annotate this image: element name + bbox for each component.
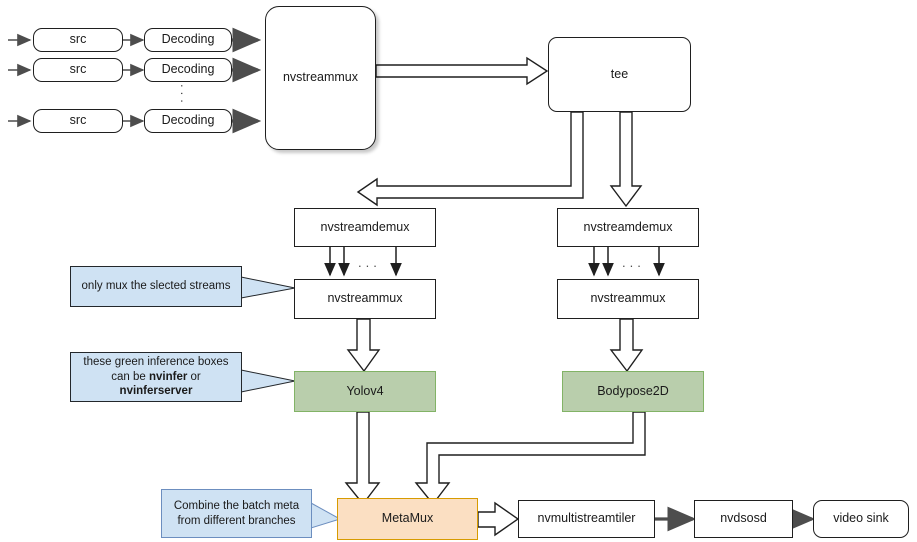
bodypose2d-node[interactable]: Bodypose2D [562,371,704,412]
infer-note-line2-pre: can be [111,370,149,383]
metamux-label: MetaMux [381,511,434,526]
decoding-label: Decoding [161,32,215,47]
callout-metamux-note-text: Combine the batch meta from different br… [174,499,299,528]
metamux-node[interactable]: MetaMux [337,498,478,540]
callout-green-inference-boxes: these green inference boxes can be nvinf… [70,352,242,402]
nvmultistreamtiler-label: nvmultistreamtiler [537,511,636,526]
metamux-note-line1: Combine the batch meta [173,499,300,512]
yolov4-node[interactable]: Yolov4 [294,371,436,412]
infer-note-line1: these green inference boxes [83,355,229,368]
decoding-node-1[interactable]: Decoding [144,28,232,52]
yolov4-label: Yolov4 [346,383,384,398]
src-label: src [69,62,87,77]
callout-combine-batch-meta: Combine the batch meta from different br… [161,489,312,538]
decoding-node-3[interactable]: Decoding [144,109,232,133]
infer-note-line2-post: or [187,370,201,383]
nvstreamdemux-right-node[interactable]: nvstreamdemux [557,208,699,247]
metamux-note-line2: from different branches [177,514,296,527]
src-label: src [69,32,87,47]
source-rows-ellipsis: ... [178,84,193,107]
nvstreammux-right-node[interactable]: nvstreammux [557,279,699,319]
nvstreammux-main-node[interactable]: nvstreammux [265,6,376,150]
nvdsosd-label: nvdsosd [720,511,767,526]
callout-infer-note-text: these green inference boxes can be nvinf… [83,355,228,399]
nvstreammux-main-label: nvstreammux [282,70,359,85]
nvstreamdemux-left-node[interactable]: nvstreamdemux [294,208,436,247]
infer-note-nvinferserver: nvinferserver [119,385,193,398]
src-node-1[interactable]: src [33,28,123,52]
infer-note-nvinfer: nvinfer [148,370,188,383]
nvmultistreamtiler-node[interactable]: nvmultistreamtiler [518,500,655,538]
callout-only-mux-selected-streams: only mux the slected streams [70,266,242,307]
nvstreammux-left-label: nvstreammux [327,291,403,306]
left-branch-ellipsis: ... [358,255,381,270]
src-node-3[interactable]: src [33,109,123,133]
right-branch-ellipsis: ... [622,255,645,270]
callout-mux-note-text: only mux the slected streams [81,280,231,293]
src-label: src [69,113,87,128]
nvdsosd-node[interactable]: nvdsosd [694,500,793,538]
tee-label: tee [610,66,629,81]
decoding-label: Decoding [161,113,215,128]
tee-node[interactable]: tee [548,37,691,112]
bodypose2d-label: Bodypose2D [597,383,669,398]
decoding-label: Decoding [161,62,215,77]
decoding-node-2[interactable]: Decoding [144,58,232,82]
nvstreammux-right-label: nvstreammux [590,291,666,306]
nvstreamdemux-left-label: nvstreamdemux [320,219,410,234]
nvstreamdemux-right-label: nvstreamdemux [583,219,673,234]
video-sink-node[interactable]: video sink [813,500,909,538]
src-node-2[interactable]: src [33,58,123,82]
video-sink-label: video sink [833,511,889,526]
nvstreammux-left-node[interactable]: nvstreammux [294,279,436,319]
